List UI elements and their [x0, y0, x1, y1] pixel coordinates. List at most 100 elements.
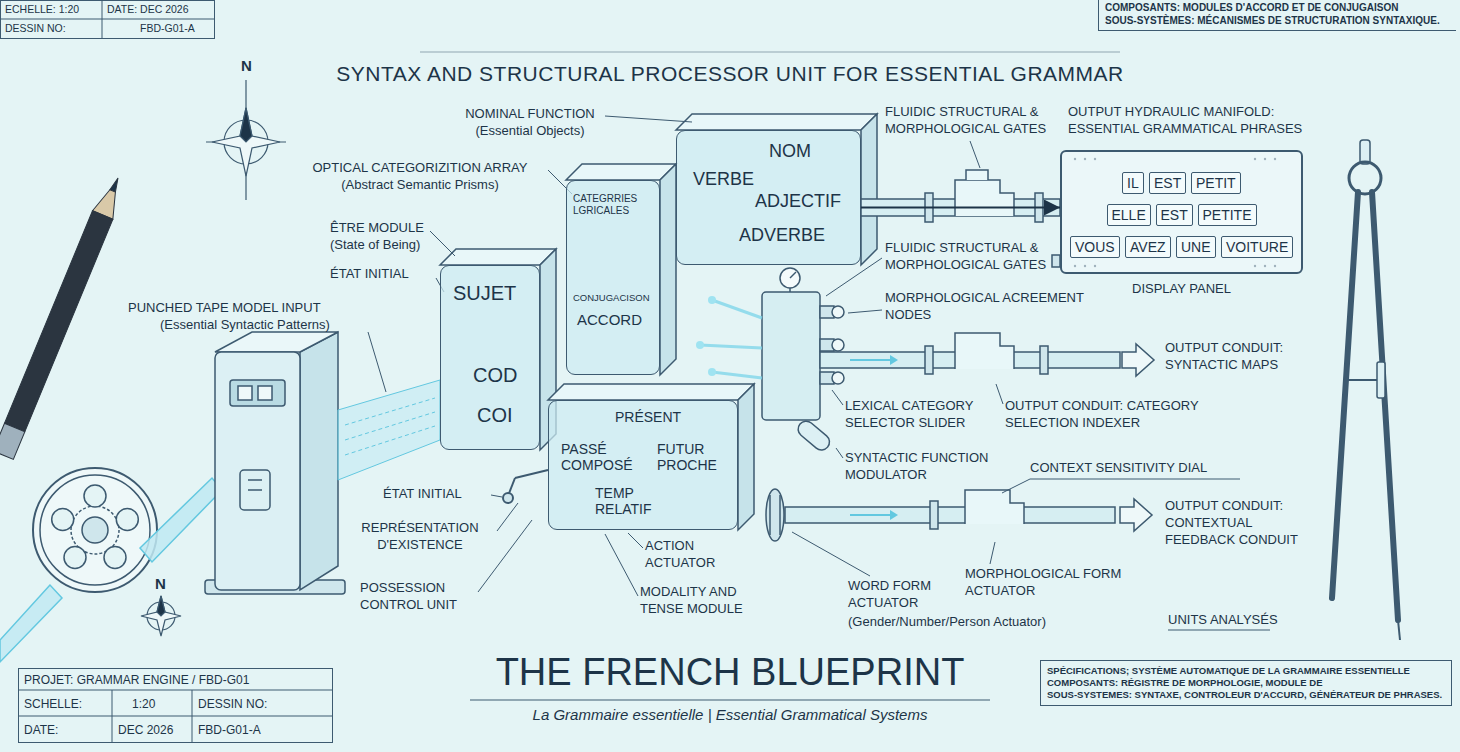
tape-reader-machine [215, 332, 338, 352]
tape-reader-machine [248, 479, 262, 481]
title-block-cell: FBD-G01-A [198, 723, 261, 739]
module-faces [548, 384, 754, 400]
category-box: CATEGRRIES LGRICALESCONJUGACISONACCORD [566, 180, 660, 375]
tile-word: UNE [1181, 238, 1211, 256]
title-block-cell: 1:20 [132, 697, 155, 713]
crank-handle [515, 470, 548, 478]
hydraulic-pipes [769, 495, 771, 535]
title-block-cell: DATE: [24, 723, 58, 739]
title-block-cell: DATE: DEC 2026 [107, 3, 189, 17]
spec-block: SPÉCIFICATIONS; SYSTÈME AUTOMATIQUE DE L… [1040, 660, 1452, 706]
drawing-frame [0, 0, 1120, 743]
hydraulic-pipes [955, 333, 1014, 369]
module-label: FUTUR PROCHE [657, 441, 731, 473]
tape-reader-machine [215, 352, 300, 590]
module-label: VERBE [693, 169, 754, 190]
callout-label: (Abstract Semantic Prisms) [285, 177, 555, 194]
pencil [5, 211, 113, 432]
display-panel: DISPLAY PANELILESTPETITELLEESTPETITEVOUS… [1060, 150, 1303, 274]
module-faces [440, 249, 556, 265]
callout-label: OUTPUT CONDUIT: CONTEXTUAL FEEDBACK COND… [1165, 498, 1315, 549]
glow-rays [700, 345, 762, 348]
callout-label: OUTPUT CONDUIT: SYNTACTIC MAPS [1165, 340, 1305, 374]
callout-label: (Gender/Number/Person Actuator) [848, 614, 1046, 631]
callout-label: ACTION ACTUATOR [645, 538, 725, 572]
leader-lines [1030, 479, 1240, 480]
word-tile: PETITE [1198, 204, 1257, 226]
diagram-title: SYNTAX AND STRUCTURAL PROCESSOR UNIT FOR… [0, 62, 1460, 86]
hydraulic-pipes [890, 510, 898, 520]
hydraulic-pipes [925, 346, 933, 374]
callout-label: LEXICAL CATEGORY SELECTOR SLIDER [845, 398, 995, 432]
tape-reel [116, 509, 138, 531]
tape-stream [345, 398, 435, 455]
module-faces [566, 164, 676, 180]
glow-rays [708, 296, 716, 304]
hydraulic-pipes [766, 489, 784, 541]
callout-label: MODALITY AND TENSE MODULE [640, 584, 770, 618]
tile-word: EST [1154, 174, 1181, 192]
leader-lines [792, 532, 870, 576]
hydraulic-pipes [966, 170, 988, 180]
callout-label: PUNCHED TAPE MODEL INPUT [128, 300, 321, 317]
callout-label: (Essential Objects) [430, 123, 630, 140]
leader-lines [990, 542, 995, 564]
tile-word: EST [1161, 206, 1188, 224]
tape-reader-machine [300, 332, 338, 590]
module-faces [440, 114, 877, 530]
agreement-manifold [832, 372, 844, 384]
compass-rose [240, 108, 252, 142]
tape-reel [33, 468, 157, 592]
drawing-frame [18, 716, 332, 717]
hydraulic-pipes [779, 495, 781, 535]
module-label: ADVERBE [739, 225, 825, 246]
drafting-compass [1332, 140, 1400, 640]
agreement-manifold [790, 272, 796, 278]
word-tile: ELLE [1107, 204, 1151, 226]
pipe-connector [861, 207, 1060, 209]
callout-label: FLUIDIC STRUCTURAL & MORPHOLOGICAL GATES [885, 104, 1070, 138]
hydraulic-pipes [1122, 344, 1154, 376]
tape-reel [0, 585, 62, 662]
drawing-frame [18, 690, 332, 691]
title-block-cell: PROJET: GRAMMAR ENGINE / FBD-G01 [24, 673, 249, 689]
callout-label: OUTPUT CONDUIT: CATEGORY SELECTION INDEX… [1005, 398, 1240, 432]
callout-label: OPTICAL CATEGORIZITION ARRAY [285, 160, 555, 177]
spec-line: COMPOSANTS: RÉGISTRE DE MORPHOLOGIE, MOD… [1047, 677, 1445, 689]
hydraulic-pipes [1052, 255, 1060, 267]
title-block-cell: FBD-G01-A [140, 22, 195, 36]
leader-lines [1168, 630, 1270, 631]
tile-word: IL [1127, 174, 1139, 192]
spec-line: COMPOSANTS: MODULES D'ACCORD ET DE CONJU… [1105, 2, 1451, 15]
hydraulic-pipes [965, 490, 1024, 524]
callout-label: (Essential Syntactic Patterns) [160, 317, 330, 334]
drafting-compass [1372, 192, 1398, 620]
callout-label: REPRÉSENTATION D'EXISTENCE [345, 520, 495, 554]
leader-lines [605, 116, 692, 122]
callout-label: ÊTRE MODULE [330, 220, 424, 237]
north-marker: N [155, 574, 166, 594]
word-class-box: NOMVERBEADJECTIFADVERBE [676, 130, 861, 265]
tape-stream [338, 380, 440, 480]
tile-word: PETIT [1196, 174, 1236, 192]
tape-reel [104, 547, 126, 569]
tape-reel [40, 475, 150, 585]
tape-reader-machine [248, 489, 262, 491]
tile-word: VOITURE [1226, 238, 1288, 256]
leader-lines [430, 231, 455, 256]
word-tile: EST [1149, 172, 1186, 194]
module-label: CONJUGACISON [573, 293, 650, 304]
agreement-manifold [832, 339, 844, 351]
agreement-manifold [780, 268, 800, 288]
leader-lines [368, 332, 386, 392]
spec-line: SPÉCIFICATIONS; SYSTÈME AUTOMATIQUE DE L… [1047, 665, 1445, 677]
callout-label: NOMINAL FUNCTION [430, 106, 630, 123]
word-tile: VOITURE [1221, 236, 1293, 258]
callout-label: ÉTAT INITIAL [330, 266, 409, 283]
compass-rose [212, 108, 280, 176]
tape-reader-machine [238, 386, 252, 400]
hydraulic-pipes [1120, 499, 1152, 531]
drawing-frame [192, 690, 193, 742]
drafting-compass [1360, 140, 1370, 164]
